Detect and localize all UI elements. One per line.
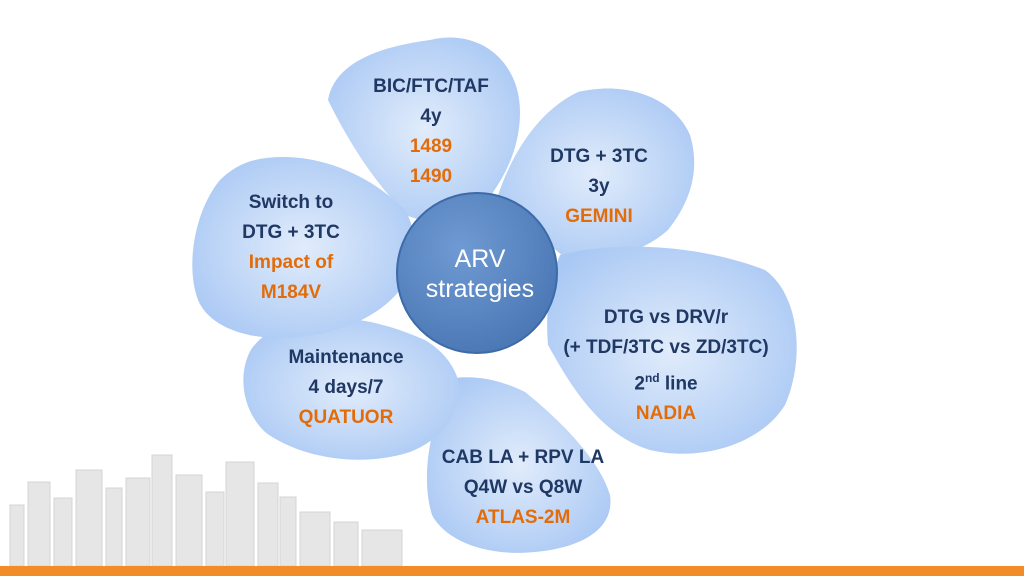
petal-lower-left [243, 317, 460, 460]
petal-bottom-label: CAB LA + RPV LA Q4W vs Q8W ATLAS-2M [425, 443, 621, 533]
petal-lower-left-study: QUATUOR [298, 407, 394, 428]
center-line-1: ARV [454, 245, 506, 273]
center-line-2: strategies [425, 275, 535, 303]
petal-bottom [426, 377, 611, 553]
petal-top-study-1: 1489 [409, 136, 453, 157]
bottom-accent-bar [0, 566, 1024, 576]
petal-bottom-line-1: CAB LA + RPV LA [441, 447, 605, 468]
petal-top-line-1: BIC/FTC/TAF [373, 76, 489, 97]
petal-lower-left-line-1: Maintenance [288, 347, 404, 368]
petal-right-study: NADIA [635, 403, 697, 425]
petal-left [192, 157, 415, 338]
petal-right-line-2: (+ TDF/3TC vs ZD/3TC) [563, 337, 769, 358]
petal-upper-right-line-1: DTG + 3TC [550, 146, 648, 167]
petal-left-highlight-1: Impact of [248, 252, 334, 273]
petal-upper-right-label: DTG + 3TC 3y GEMINI [518, 142, 680, 232]
petal-left-label: Switch to DTG + 3TC Impact of M184V [222, 188, 360, 308]
petal-lower-left-label: Maintenance 4 days/7 QUATUOR [266, 343, 426, 433]
petal-top-line-2: 4y [420, 106, 442, 127]
petal-right-line-1: DTG vs DRV/r [603, 307, 729, 328]
petal-top-study-2: 1490 [409, 166, 453, 187]
center-circle [396, 192, 558, 354]
center-label: ARV strategies [398, 244, 562, 304]
petal-right-line-3: 2nd line [634, 371, 698, 395]
petal-upper-right-study: GEMINI [565, 206, 633, 227]
petal-top [328, 37, 520, 223]
petal-upper-right [495, 88, 695, 260]
petal-top-label: BIC/FTC/TAF 4y 1489 1490 [336, 72, 526, 192]
petal-lower-left-line-2: 4 days/7 [308, 377, 384, 398]
city-skyline-image [9, 454, 403, 567]
petal-left-line-1: Switch to [248, 192, 334, 213]
petal-bottom-study: ATLAS-2M [475, 507, 571, 528]
petal-left-highlight-2: M184V [260, 282, 322, 303]
petal-right [547, 246, 797, 454]
petal-right-label: DTG vs DRV/r (+ TDF/3TC vs ZD/3TC) 2nd l… [540, 303, 792, 429]
petal-upper-right-line-2: 3y [588, 176, 610, 197]
petal-left-line-2: DTG + 3TC [242, 222, 340, 243]
petal-bottom-line-2: Q4W vs Q8W [463, 477, 583, 498]
